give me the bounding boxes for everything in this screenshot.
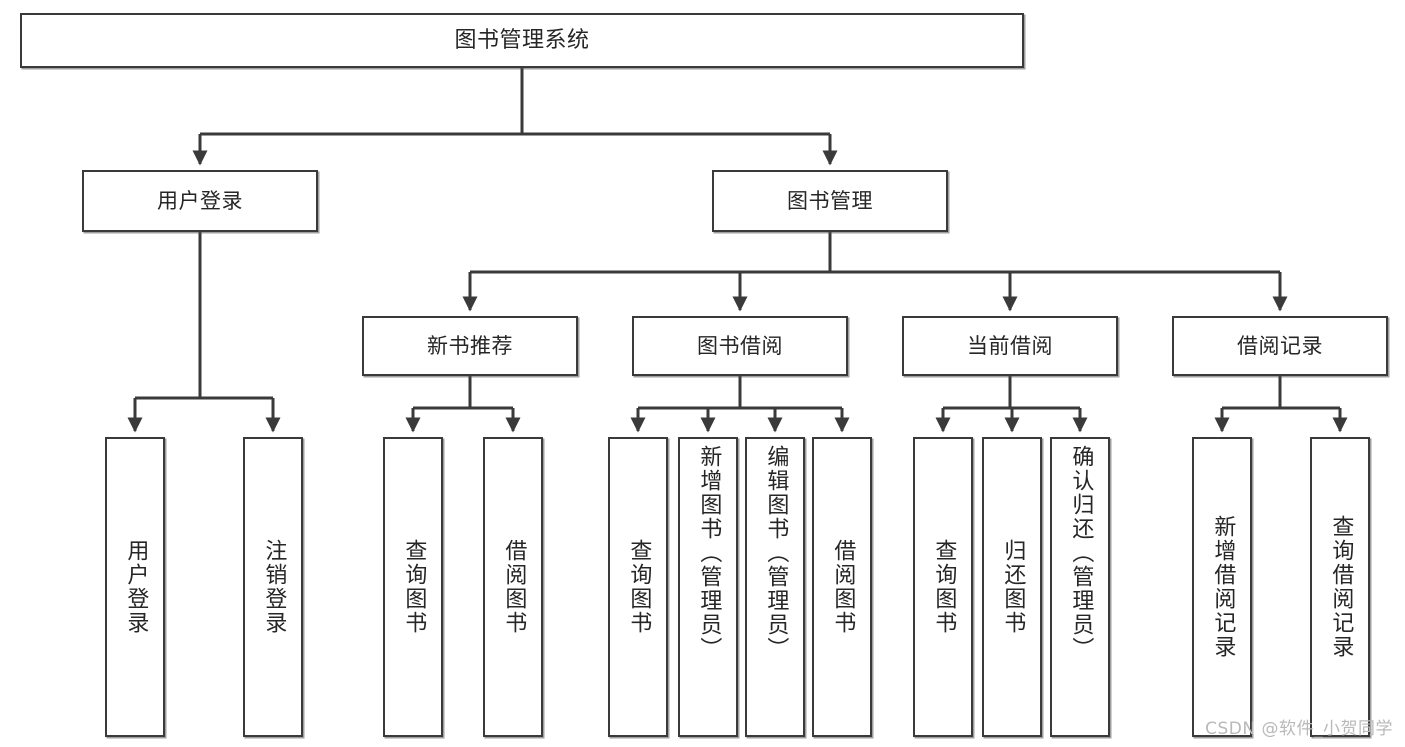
node-label: 新书推荐 (427, 333, 513, 358)
leaf-current-borrow-query-book[interactable]: 查询图书 (913, 437, 973, 737)
node-label: 用户登录 (123, 539, 149, 635)
leaf-logout[interactable]: 注销登录 (243, 437, 303, 737)
leaf-new-book-borrow-book[interactable]: 借阅图书 (483, 437, 543, 737)
node-current-borrow[interactable]: 当前借阅 (902, 316, 1118, 376)
node-label: 查询图书 (401, 539, 427, 635)
node-borrow-record[interactable]: 借阅记录 (1172, 316, 1388, 376)
node-label: 确认归还（管理员） (1068, 445, 1094, 661)
node-new-book-recommend[interactable]: 新书推荐 (362, 316, 578, 376)
node-label: 当前借阅 (967, 333, 1053, 358)
node-label: 新增借阅记录 (1210, 515, 1236, 659)
node-label: 编辑图书（管理员） (763, 445, 789, 661)
node-label: 图书借阅 (697, 333, 783, 358)
node-label: 查询借阅记录 (1328, 515, 1354, 659)
node-label: 图书管理系统 (454, 27, 590, 53)
node-root-book-management-system[interactable]: 图书管理系统 (20, 13, 1024, 68)
leaf-current-borrow-confirm-return[interactable]: 确认归还（管理员） (1050, 437, 1110, 737)
node-book-management[interactable]: 图书管理 (712, 170, 948, 232)
node-label: 用户登录 (157, 188, 243, 213)
leaf-book-borrow-borrow-book[interactable]: 借阅图书 (812, 437, 872, 737)
node-user-login[interactable]: 用户登录 (82, 170, 318, 232)
leaf-new-book-query-book[interactable]: 查询图书 (383, 437, 443, 737)
node-label: 图书管理 (787, 188, 873, 213)
node-label: 借阅图书 (501, 539, 527, 635)
leaf-borrow-record-query-record[interactable]: 查询借阅记录 (1310, 437, 1370, 737)
leaf-borrow-record-add-record[interactable]: 新增借阅记录 (1192, 437, 1252, 737)
node-label: 新增图书（管理员） (696, 445, 722, 661)
leaf-user-login[interactable]: 用户登录 (105, 437, 165, 737)
node-label: 归还图书 (1000, 539, 1026, 635)
leaf-book-borrow-query-book[interactable]: 查询图书 (608, 437, 668, 737)
node-label: 借阅记录 (1237, 333, 1323, 358)
node-label: 借阅图书 (830, 539, 856, 635)
leaf-book-borrow-edit-book[interactable]: 编辑图书（管理员） (745, 437, 805, 737)
node-label: 注销登录 (261, 539, 287, 635)
leaf-current-borrow-return-book[interactable]: 归还图书 (982, 437, 1042, 737)
leaf-book-borrow-add-book[interactable]: 新增图书（管理员） (678, 437, 738, 737)
node-label: 查询图书 (626, 539, 652, 635)
node-book-borrow[interactable]: 图书借阅 (632, 316, 848, 376)
node-label: 查询图书 (931, 539, 957, 635)
